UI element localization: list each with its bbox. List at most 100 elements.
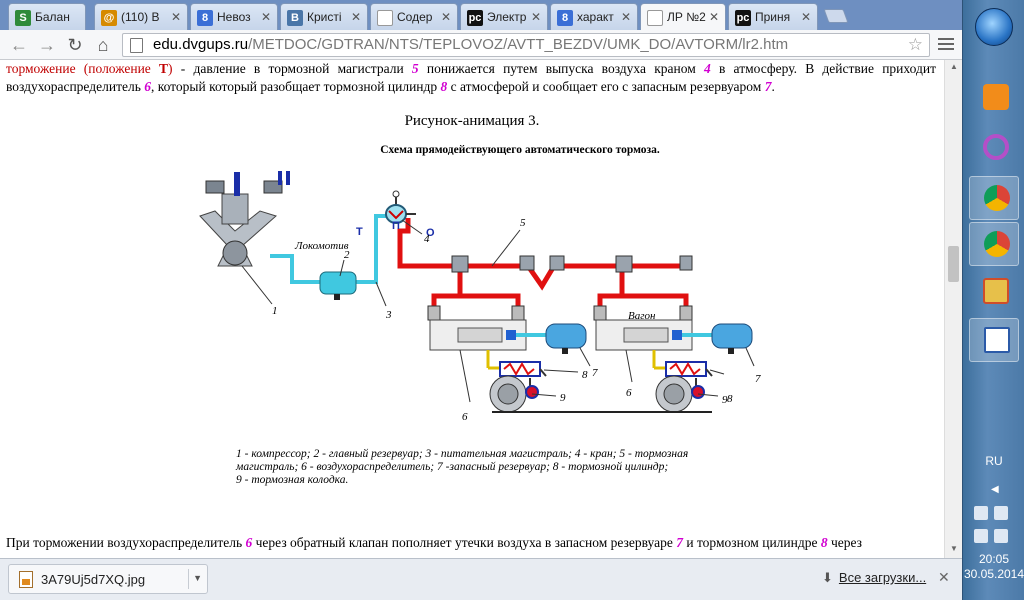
chevron-down-icon[interactable]: ▼: [193, 573, 202, 583]
label-locomotive: Локомотив: [294, 240, 349, 252]
reload-icon[interactable]: ↻: [67, 35, 83, 55]
tab-1[interactable]: S Балан: [8, 3, 86, 30]
browser-toolbar: ← → ↻ ⌂ edu.dvgups.ru/METDOC/GDTRAN/NTS/…: [0, 30, 962, 60]
para-text: понижается путем выпуска воздуха краном: [418, 61, 704, 76]
para-text: - давление в тормозной магистрали: [172, 61, 412, 76]
system-tray: [971, 504, 1019, 550]
label-pos-p: П: [392, 220, 400, 232]
address-bar[interactable]: edu.dvgups.ru/METDOC/GDTRAN/NTS/TEPLOVOZ…: [122, 33, 930, 57]
media-player-icon: [983, 84, 1009, 110]
wagon-2-brake-unit: [593, 305, 753, 413]
tab-5[interactable]: Содер ✕: [370, 3, 458, 30]
scrollbar-thumb[interactable]: [948, 246, 959, 282]
para-text: При торможении воздухораспределитель: [6, 535, 246, 550]
volume-icon[interactable]: [994, 529, 1008, 543]
bookmark-star-icon[interactable]: ☆: [907, 35, 923, 54]
back-arrow-icon[interactable]: ←: [10, 35, 28, 55]
tab-label: Электр: [487, 10, 527, 24]
menu-icon[interactable]: [938, 38, 954, 53]
tab-favicon-icon: pc: [467, 10, 483, 26]
tab-4[interactable]: B Кристі ✕: [280, 3, 368, 30]
taskbar-photo-viewer[interactable]: [969, 270, 1019, 314]
windows-taskbar: RU ◀ 20:05 30.05.2014: [962, 0, 1024, 600]
label-5: 5: [520, 217, 526, 229]
taskbar-chrome-2[interactable]: [969, 222, 1019, 266]
download-file-name: 3A79Uj5d7XQ.jpg: [41, 572, 146, 587]
all-downloads-link[interactable]: ⬇Все загрузки...: [822, 570, 926, 586]
tab-close-icon[interactable]: ✕: [350, 10, 361, 24]
taskbar-app[interactable]: [969, 126, 1019, 170]
tab-6[interactable]: pc Электр ✕: [460, 3, 548, 30]
tab-9[interactable]: pc Приня ✕: [728, 3, 818, 30]
tab-3[interactable]: 8 Невоз ✕: [190, 3, 278, 30]
taskbar-media-player[interactable]: [969, 76, 1019, 120]
start-button[interactable]: [975, 8, 1013, 46]
para-text: с атмосферой и сообщает его с запасным р…: [447, 79, 765, 94]
label-7b: 7: [755, 373, 761, 385]
close-icon[interactable]: ✕: [938, 569, 950, 585]
tab-favicon-icon: 8: [197, 10, 213, 26]
leader-lines: [241, 219, 755, 403]
tab-favicon-icon: pc: [735, 10, 751, 26]
forward-arrow-icon[interactable]: →: [38, 35, 56, 55]
tab-7[interactable]: 8 характ ✕: [550, 3, 638, 30]
term-text: торможение (положение: [6, 61, 160, 76]
label-8b: 8: [727, 393, 733, 405]
page-icon: [130, 38, 143, 53]
drain-valve: [334, 294, 340, 300]
label-6a: 6: [462, 411, 468, 423]
para-text: и тормозном цилиндре: [682, 535, 821, 550]
brake-line: [397, 218, 689, 306]
tab-2[interactable]: @ (110) В ✕: [94, 3, 188, 30]
tab-label: Содер: [397, 10, 433, 24]
tab-close-icon[interactable]: ✕: [260, 10, 271, 24]
top-paragraph: торможение (положение Т) - давление в то…: [6, 60, 936, 96]
para-text: в атмосферу. В действие приходит воздухо…: [6, 61, 936, 94]
image-file-icon: [19, 571, 33, 588]
tab-label: Кристі: [307, 10, 342, 24]
para-text: через: [827, 535, 862, 550]
term-close: ): [168, 61, 173, 76]
label-4: 4: [424, 233, 430, 245]
term-letter: Т: [159, 61, 169, 76]
language-indicator[interactable]: RU: [985, 454, 1003, 468]
clock[interactable]: 20:05 30.05.2014: [963, 552, 1024, 582]
feed-line: [270, 214, 386, 284]
flag-icon[interactable]: [974, 506, 988, 520]
taskbar-chrome-1[interactable]: [969, 176, 1019, 220]
tab-close-icon[interactable]: ✕: [708, 10, 719, 24]
para-text: через обратный клапан пополняет утечки в…: [252, 535, 677, 550]
coupling-valves: [451, 255, 693, 273]
page-scrollbar[interactable]: ▲ ▼: [944, 60, 962, 558]
tab-favicon-icon: B: [287, 10, 303, 26]
tray-expand-icon[interactable]: ◀: [991, 484, 999, 495]
tab-favicon-icon: 8: [557, 10, 573, 26]
scroll-up-icon[interactable]: ▲: [950, 62, 958, 71]
tab-8-active[interactable]: ЛР №2 ✕: [640, 3, 726, 30]
ref-number: 7: [676, 535, 683, 550]
label-6b: 6: [626, 387, 632, 399]
tab-close-icon[interactable]: ✕: [440, 10, 451, 24]
tab-close-icon[interactable]: ✕: [170, 10, 181, 24]
tab-close-icon[interactable]: ✕: [620, 10, 631, 24]
label-3: 3: [385, 309, 392, 321]
ref-number: 6: [245, 535, 253, 550]
para-text: , который который разобщает тормозной ци…: [150, 79, 441, 94]
label-8a: 8: [582, 369, 588, 381]
taskbar-word[interactable]: [969, 318, 1019, 362]
download-shelf: 3A79Uj5d7XQ.jpg ▼ ⬇Все загрузки... ✕: [0, 558, 962, 600]
chrome-icon: [984, 231, 1010, 257]
tab-label: (110) В: [121, 10, 160, 24]
tab-close-icon[interactable]: ✕: [530, 10, 541, 24]
download-item[interactable]: 3A79Uj5d7XQ.jpg ▼: [8, 564, 208, 594]
chrome-icon: [984, 185, 1010, 211]
network-icon[interactable]: [994, 506, 1008, 520]
home-icon[interactable]: ⌂: [97, 35, 109, 55]
monitor-icon[interactable]: [974, 529, 988, 543]
new-tab-button[interactable]: [823, 9, 849, 23]
bottom-paragraph: При торможении воздухораспределитель 6 ч…: [6, 534, 936, 552]
main-reservoir: [319, 271, 357, 295]
app-ring-icon: [983, 134, 1009, 160]
scroll-down-icon[interactable]: ▼: [950, 544, 958, 553]
tab-close-icon[interactable]: ✕: [800, 10, 811, 24]
